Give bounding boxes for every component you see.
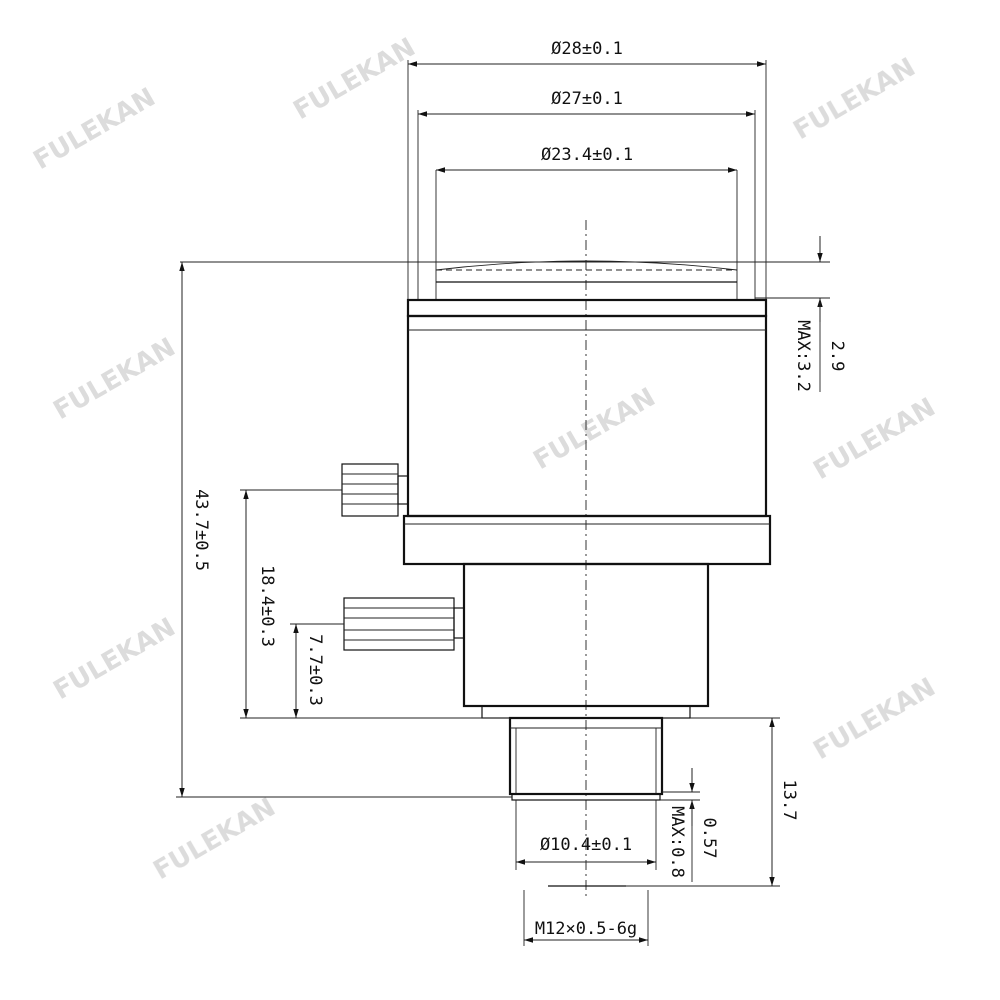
lower-screw-height-dimension: 7.7±0.3 xyxy=(290,623,344,718)
mount-thread-dimension: M12×0.5-6g xyxy=(523,890,649,946)
flange-back-label: 13.7 xyxy=(779,780,799,821)
watermark-text: FULEKAN xyxy=(49,612,181,706)
lower-lock-screw xyxy=(343,597,465,651)
upper-lock-screw xyxy=(341,463,409,517)
lens-barrel xyxy=(402,60,772,566)
lower-screw-height-label: 7.7±0.3 xyxy=(305,634,325,706)
mount-thread-label: M12×0.5-6g xyxy=(535,919,637,939)
rear-gap-dimension: 0.57 MAX:0.8 xyxy=(660,768,719,882)
mid-diameter-label: Ø27±0.1 xyxy=(551,89,623,109)
glass-protrusion-max-label: MAX:3.2 xyxy=(793,320,813,392)
upper-screw-height-label: 18.4±0.3 xyxy=(257,565,277,647)
total-length-label: 43.7±0.5 xyxy=(191,489,211,571)
front-glass xyxy=(417,110,756,301)
mid-diameter-dimension: Ø27±0.1 xyxy=(418,89,755,117)
outer-diameter-dimension: Ø28±0.1 xyxy=(408,39,766,67)
watermark-text: FULEKAN xyxy=(789,52,921,146)
watermark-layer: FULEKAN FULEKAN FULEKAN FULEKAN FULEKAN … xyxy=(29,32,941,886)
watermark-text: FULEKAN xyxy=(149,792,281,886)
watermark-text: FULEKAN xyxy=(289,32,421,126)
glass-diameter-dimension: Ø23.4±0.1 xyxy=(436,145,737,173)
watermark-text: FULEKAN xyxy=(529,382,661,476)
total-length-dimension: 43.7±0.5 xyxy=(176,262,512,798)
watermark-text: FULEKAN xyxy=(29,82,161,176)
rear-diameter-dimension: Ø10.4±0.1 xyxy=(515,800,657,870)
glass-protrusion-dimension: 2.9 MAX:3.2 xyxy=(180,236,847,392)
rear-gap-max-label: MAX:0.8 xyxy=(667,806,687,878)
watermark-text: FULEKAN xyxy=(49,332,181,426)
rear-gap-label: 0.57 xyxy=(699,818,719,859)
watermark-text: FULEKAN xyxy=(809,672,941,766)
flange-back-dimension: 13.7 xyxy=(600,717,799,887)
outer-diameter-label: Ø28±0.1 xyxy=(551,39,623,59)
watermark-text: FULEKAN xyxy=(809,392,941,486)
rear-diameter-label: Ø10.4±0.1 xyxy=(540,835,632,855)
glass-protrusion-label: 2.9 xyxy=(827,341,847,372)
upper-screw-height-dimension: 18.4±0.3 xyxy=(240,489,510,719)
glass-diameter-label: Ø23.4±0.1 xyxy=(541,145,633,165)
